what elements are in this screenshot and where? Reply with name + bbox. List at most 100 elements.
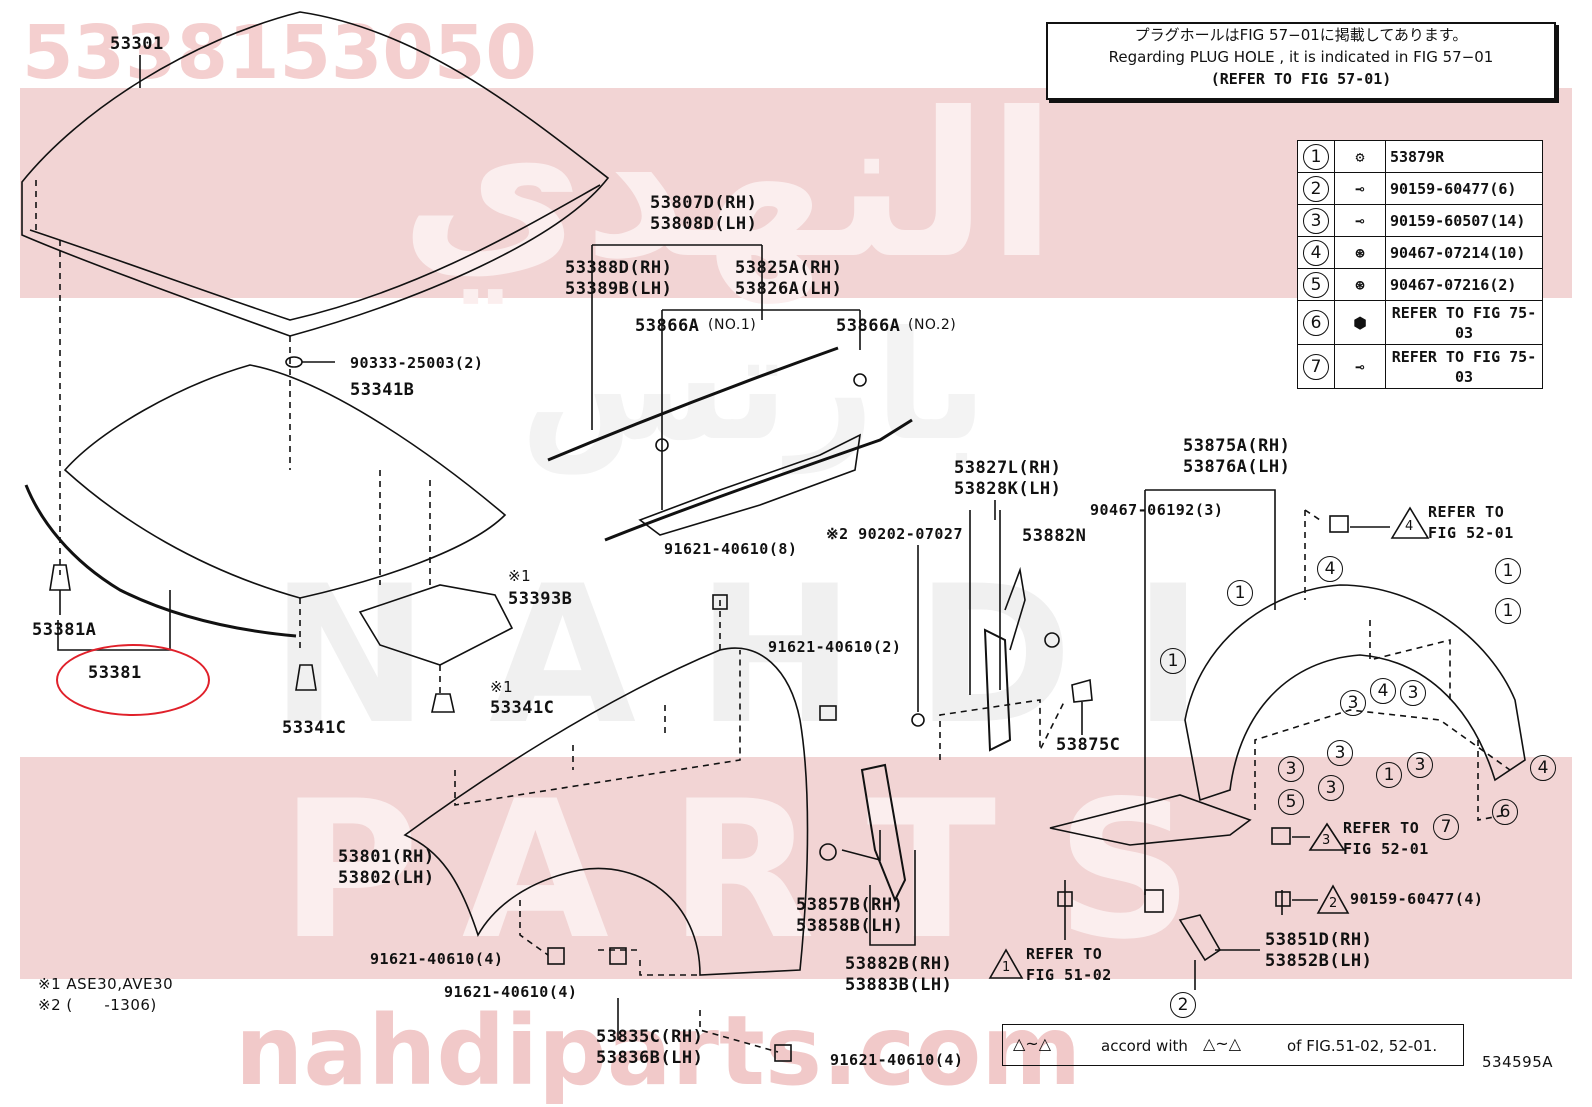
label-seal-53827l[interactable]: 53827L(RH) <box>954 458 1062 478</box>
watermark-domain: nahdiparts.com <box>235 995 1082 1107</box>
callout-number: 3 <box>1407 752 1433 778</box>
refer-51-line2[interactable]: FIG 51-02 <box>1026 966 1112 984</box>
label-bracket-53835c[interactable]: 53835C(RH) <box>596 1027 704 1047</box>
label-bolt-91621-2[interactable]: 91621-40610(2) <box>768 638 902 656</box>
callout-number: 1 <box>1376 762 1402 788</box>
callout-number: 1 <box>1303 143 1329 170</box>
label-bolt-91621-8[interactable]: 91621-40610(8) <box>664 540 798 558</box>
label-screw-90202[interactable]: ※2 90202-07027 <box>826 525 963 543</box>
table-row: 4 ⊛ 90467-07214(10) <box>1297 236 1543 269</box>
label-pad-53882n[interactable]: 53882N <box>1022 526 1087 546</box>
label-seal-53381a[interactable]: 53381A <box>32 620 97 640</box>
refer-52-mid-line2[interactable]: FIG 52-01 <box>1343 840 1429 858</box>
clip-icon: ⊛ <box>1334 236 1386 269</box>
callout-number: 1 <box>1227 580 1253 606</box>
label-cowl-53807d[interactable]: 53807D(RH) <box>650 193 758 213</box>
label-clip-53875c[interactable]: 53875C <box>1056 735 1121 755</box>
note-mark-1b: ※1 <box>490 678 514 696</box>
hood-outline <box>21 11 610 337</box>
callout-number: 4 <box>1317 556 1343 582</box>
refer-52-top-line1[interactable]: REFER TO <box>1428 503 1505 521</box>
label-bolt-91621-4c[interactable]: 91621-40610(4) <box>830 1051 964 1069</box>
footnote-2: ※2 ( -1306) <box>38 996 157 1014</box>
label-cowl-53808d[interactable]: 53808D(LH) <box>650 214 758 234</box>
refer-51-line1[interactable]: REFER TO <box>1026 945 1103 963</box>
bolt-91621-center <box>609 947 627 965</box>
callout-number: 6 <box>1303 309 1329 336</box>
label-bracket-53857b[interactable]: 53857B(RH) <box>796 895 904 915</box>
label-screw-90333[interactable]: 90333-25003(2) <box>350 354 484 372</box>
screw-icon: ⊸ <box>1334 204 1386 237</box>
label-fender-53801[interactable]: 53801(RH) <box>338 847 435 867</box>
callout-number: 1 <box>1495 558 1521 584</box>
callout-number: 3 <box>1278 756 1304 782</box>
watermark-brand-2: PARTS <box>280 760 1254 981</box>
clip-53381a <box>49 564 71 591</box>
callout-number: 7 <box>1433 814 1459 840</box>
label-liner-53875a[interactable]: 53875A(RH) <box>1183 436 1291 456</box>
refer-triangle-51 <box>988 948 1024 979</box>
label-seal-53882b[interactable]: 53882B(RH) <box>845 954 953 974</box>
legend-range-b: △~△ <box>1203 1034 1242 1053</box>
label-seal-53828k[interactable]: 53828K(LH) <box>954 479 1062 499</box>
note-english: Regarding PLUG HOLE , it is indicated in… <box>1108 48 1494 66</box>
callout-number: 3 <box>1318 775 1344 801</box>
label-seal-53388d[interactable]: 53388D(RH) <box>565 258 673 278</box>
label-screw-90467[interactable]: 90467-06192(3) <box>1090 501 1224 519</box>
label-seal-53826a[interactable]: 53826A(LH) <box>735 279 843 299</box>
label-seal-53883b[interactable]: 53883B(LH) <box>845 975 953 995</box>
undercover-outline <box>358 584 514 666</box>
triangle-number: 2 <box>1329 896 1338 911</box>
refer-triangle-screw <box>1316 884 1350 914</box>
label-fender-53802[interactable]: 53802(LH) <box>338 868 435 888</box>
label-clip-53866a-2[interactable]: 53866A <box>836 316 901 336</box>
fender-seal-53827 <box>983 628 1012 752</box>
callout-number: 1 <box>1495 598 1521 624</box>
watermark-brand-1: NAHDI <box>270 545 1264 766</box>
callout-number: 6 <box>1492 799 1518 825</box>
table-part: REFER TO FIG 75-03 <box>1385 300 1543 345</box>
callout-number: 5 <box>1278 789 1304 815</box>
label-seal-53825a[interactable]: 53825A(RH) <box>735 258 843 278</box>
label-splash-53852b[interactable]: 53852B(LH) <box>1265 951 1373 971</box>
label-bolt-91621-4a[interactable]: 91621-40610(4) <box>370 950 504 968</box>
label-hood[interactable]: 53301 <box>110 34 164 54</box>
label-liner-53876a[interactable]: 53876A(LH) <box>1183 457 1291 477</box>
triangle-number: 1 <box>1002 960 1011 975</box>
label-seal-53389b[interactable]: 53389B(LH) <box>565 279 673 299</box>
label-insulator-53341b[interactable]: 53341B <box>350 380 415 400</box>
callout-number: 4 <box>1530 755 1556 781</box>
label-clip-53866a-1[interactable]: 53866A <box>635 316 700 336</box>
hood-seal <box>24 484 297 638</box>
callout-number: 7 <box>1303 353 1329 380</box>
callout-number: 2 <box>1303 175 1329 202</box>
label-screw-90159[interactable]: 90159-60477(4) <box>1350 890 1484 908</box>
table-part: 90467-07214(10) <box>1385 236 1543 269</box>
watermark-part-number: 5338153050 <box>22 10 537 96</box>
label-clip-53341c-right[interactable]: 53341C <box>490 698 555 718</box>
table-part: REFER TO FIG 75-03 <box>1385 344 1543 389</box>
refer-52-top-line2[interactable]: FIG 52-01 <box>1428 524 1514 542</box>
bolt-91621-bottom <box>774 1044 792 1062</box>
label-clip-53866a-2-sub: (NO.2) <box>908 317 957 333</box>
refer-52-mid-line1[interactable]: REFER TO <box>1343 819 1420 837</box>
table-part: 90467-07216(2) <box>1385 268 1543 301</box>
table-part: 90159-60477(6) <box>1385 172 1543 205</box>
callout-number: 2 <box>1170 992 1196 1018</box>
table-part: 90159-60507(14) <box>1385 204 1543 237</box>
label-bracket-53836b[interactable]: 53836B(LH) <box>596 1048 704 1068</box>
label-bolt-91621-4b[interactable]: 91621-40610(4) <box>444 983 578 1001</box>
label-seal-53381[interactable]: 53381 <box>88 663 142 683</box>
watermark-arabic-mid: بارتس <box>520 300 988 474</box>
clip-53341c-right <box>431 693 455 713</box>
label-bracket-53858b[interactable]: 53858B(LH) <box>796 916 904 936</box>
label-clip-53341c-left[interactable]: 53341C <box>282 718 347 738</box>
label-cover-53393b[interactable]: 53393B <box>508 589 573 609</box>
refer-triangle-top <box>1390 506 1430 539</box>
table-row: 5 ⊛ 90467-07216(2) <box>1297 268 1543 301</box>
label-splash-53851d[interactable]: 53851D(RH) <box>1265 930 1373 950</box>
legend-of: of FIG.51-02, 52-01. <box>1287 1037 1438 1055</box>
bolt-91621-left <box>547 947 565 965</box>
table-part: 53879R <box>1385 140 1543 173</box>
